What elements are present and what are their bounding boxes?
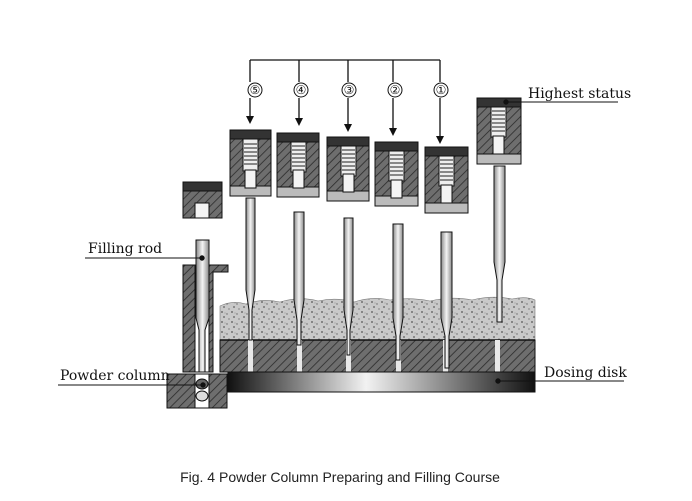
- powder-bed: [219, 296, 536, 341]
- stage-marker-5: ⑤: [250, 83, 261, 97]
- stage-marker-2: ②: [390, 83, 401, 97]
- stage-marker-3: ③: [344, 83, 355, 97]
- leader-lines: [58, 99, 624, 388]
- punch-1: [424, 146, 469, 369]
- punch-2: [374, 141, 419, 361]
- filling-station: [166, 373, 228, 409]
- label-dosing-disk: Dosing disk: [544, 365, 627, 381]
- label-highest-status: Highest status: [528, 86, 631, 102]
- stage-arrowheads: [246, 116, 444, 144]
- punch-highest: [476, 97, 522, 323]
- figure-caption: Fig. 4 Powder Column Preparing and Filli…: [180, 469, 500, 485]
- punch-3: [326, 136, 370, 356]
- label-filling-rod: Filling rod: [88, 241, 162, 257]
- punch-4: [276, 132, 320, 346]
- stage-marker-1: ①: [436, 83, 447, 97]
- dosing-disk: [227, 371, 536, 393]
- label-powder-column: Powder column: [60, 368, 170, 384]
- stage-marker-4: ④: [296, 83, 307, 97]
- stage-bracket: [249, 59, 441, 138]
- stage-markers: ⑤ ④ ③ ② ①: [247, 82, 449, 98]
- punch-5: [229, 129, 272, 341]
- base-block: [219, 339, 536, 373]
- filling-rod-assembly: [182, 181, 223, 373]
